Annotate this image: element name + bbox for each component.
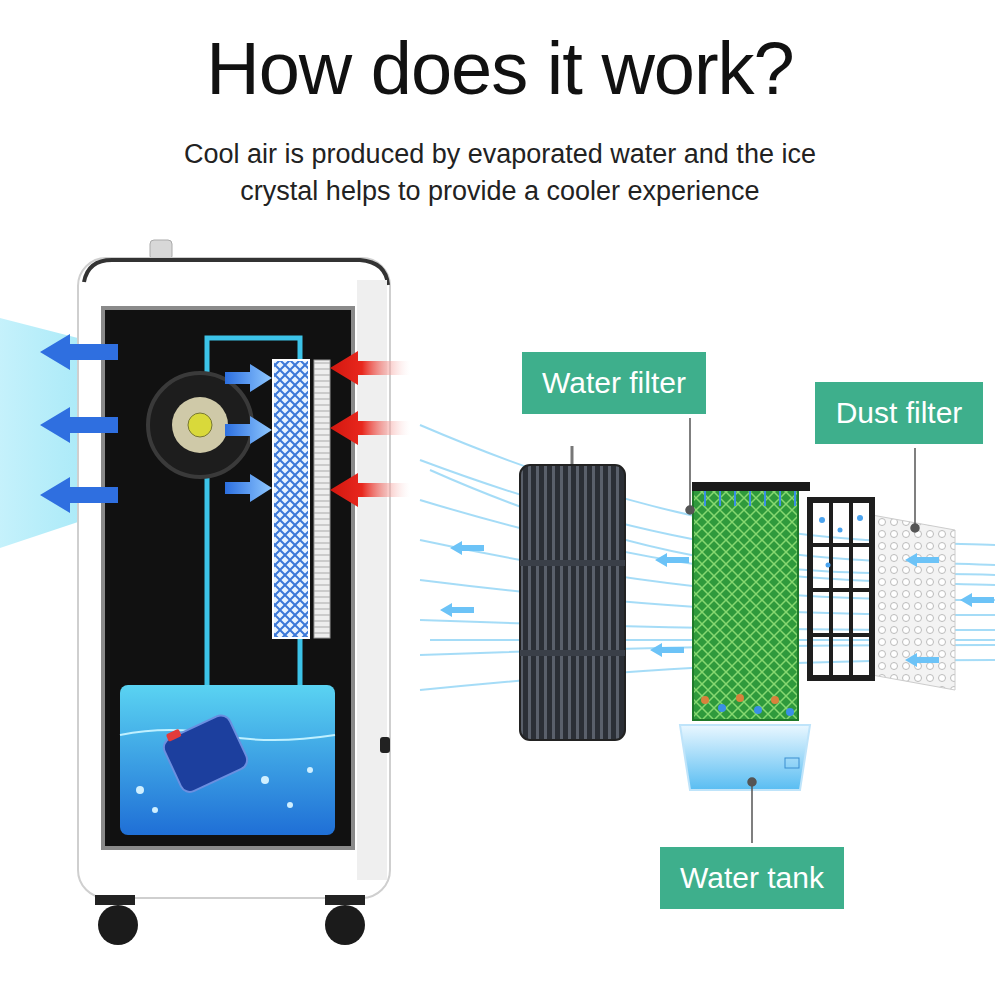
falling-droplets — [701, 694, 794, 716]
wheel-mount — [95, 895, 135, 905]
inner-air-arrow — [225, 364, 272, 392]
flow-arrow — [960, 593, 994, 607]
water-distributor — [692, 482, 810, 491]
dust-filter-grid — [810, 500, 872, 678]
leader-line — [914, 448, 916, 526]
droplet — [701, 696, 709, 704]
drip — [794, 491, 796, 506]
particle — [819, 517, 825, 523]
water-tank-cutaway — [120, 685, 335, 835]
warm-air-arrow — [330, 351, 410, 385]
bubble — [261, 776, 269, 784]
dust-particles — [819, 515, 863, 568]
fan-hub — [172, 397, 228, 453]
droplet — [754, 706, 762, 714]
wheel — [325, 905, 365, 945]
droplet — [718, 704, 726, 712]
dust-filter-panel — [872, 515, 955, 690]
particle — [826, 563, 831, 568]
flow-arrow — [440, 603, 474, 617]
flow-arrow — [905, 553, 939, 567]
side-button — [380, 737, 390, 753]
cool-air-arrow — [40, 477, 118, 513]
droplet — [736, 694, 744, 702]
label-box: Water tank — [660, 847, 844, 909]
ice-pack-cap — [166, 729, 182, 742]
bubble — [287, 802, 293, 808]
leader-dot — [748, 778, 756, 786]
flow-arrows — [440, 541, 994, 667]
leader-dot — [911, 524, 919, 532]
label-text: Dust filter — [836, 395, 963, 431]
warm-air-arrow — [330, 411, 410, 445]
wheel-mount — [325, 895, 365, 905]
leader-line — [751, 784, 753, 843]
dust-filter-strip — [314, 360, 330, 638]
inner-air-arrow — [225, 416, 272, 444]
title-text: How does it work? — [50, 28, 950, 109]
inner-air-arrow — [225, 474, 272, 502]
droplet — [771, 696, 779, 704]
wheel — [98, 905, 138, 945]
caption-text: Cool air is produced by evaporated water… — [150, 136, 850, 210]
bubble — [307, 767, 313, 773]
label-box: Water filter — [522, 352, 706, 414]
drip — [734, 491, 736, 506]
leader-lines — [686, 418, 919, 843]
flow-arrow — [450, 541, 484, 555]
dust-filter-frame — [810, 500, 872, 678]
water-filter-strip — [273, 360, 309, 638]
particle — [838, 528, 843, 533]
label-text: Water tank — [680, 860, 824, 896]
fan-center — [188, 413, 212, 437]
drip — [704, 491, 706, 506]
cutaway-panel — [103, 308, 353, 848]
cool-air-arrow — [40, 407, 118, 443]
blower-axle — [571, 446, 574, 466]
blower-ring — [520, 560, 625, 566]
cooler-housing — [78, 258, 390, 898]
flow-arrow — [655, 553, 689, 567]
flow-arrow — [905, 653, 939, 667]
label-box: Dust filter — [815, 382, 983, 444]
warm-air-arrow — [330, 473, 410, 507]
water-filter-pad — [693, 490, 798, 720]
water-drips — [705, 491, 795, 506]
tray-marker — [785, 758, 799, 768]
droplet — [786, 708, 794, 716]
water-tray — [680, 725, 810, 790]
blower-ring — [520, 650, 625, 656]
particle — [857, 515, 863, 521]
bubble — [136, 786, 144, 794]
drip — [719, 491, 721, 506]
cool-air-arrow — [40, 334, 118, 370]
blower-wheel — [520, 465, 625, 740]
housing-top-edge — [84, 260, 388, 285]
ice-pack-body — [161, 712, 251, 795]
flow-arrow — [650, 643, 684, 657]
ice-pack — [158, 708, 250, 796]
drip — [749, 491, 751, 506]
bubble — [152, 807, 158, 813]
drip — [764, 491, 766, 506]
leader-dot — [686, 506, 694, 514]
leader-line — [689, 418, 691, 508]
label-text: Water filter — [542, 365, 686, 401]
drip — [779, 491, 781, 506]
